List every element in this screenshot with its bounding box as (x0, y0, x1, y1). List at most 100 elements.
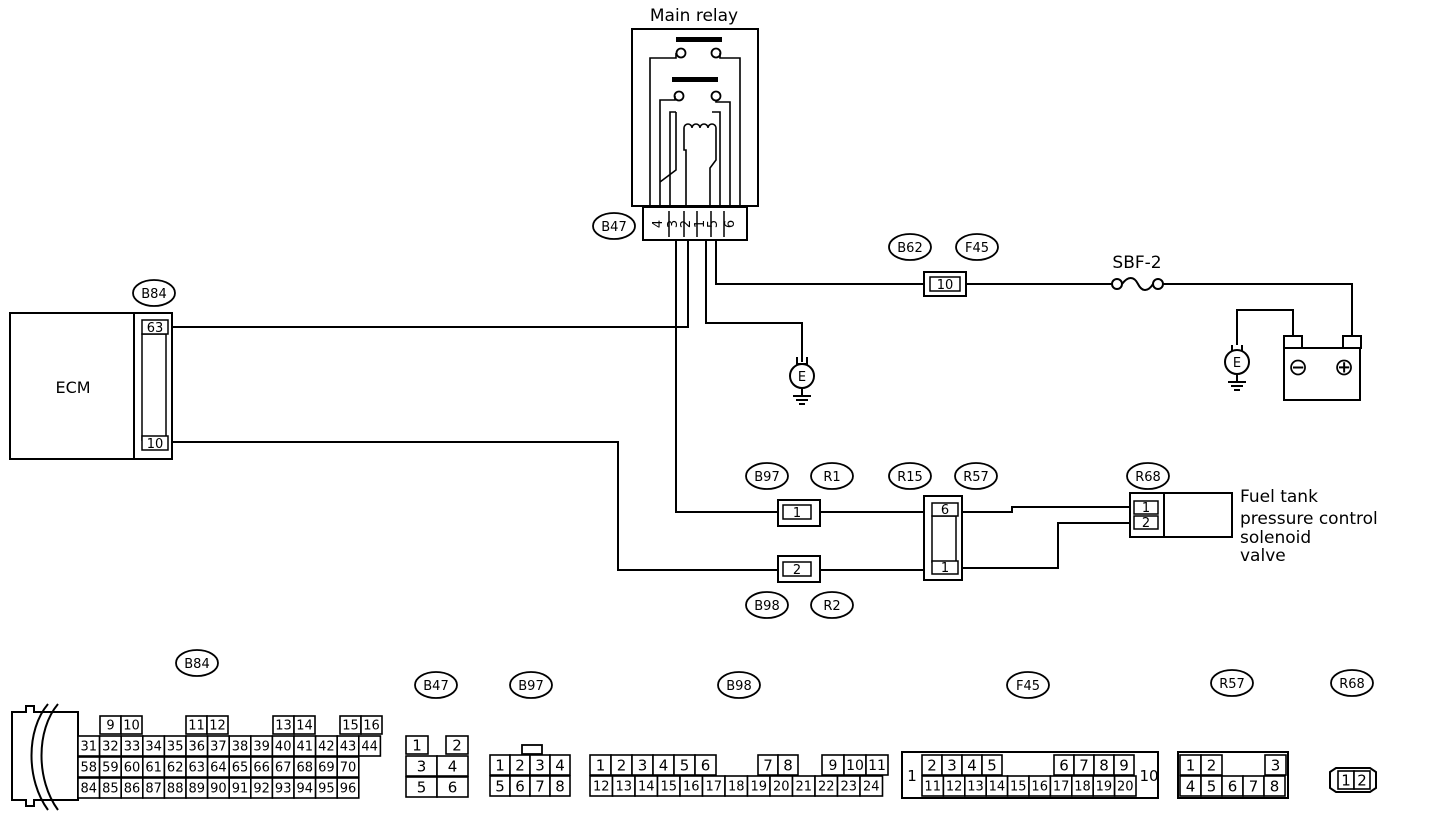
svg-text:B98: B98 (726, 679, 751, 694)
connector-pin-cell (436, 755, 469, 777)
connector-pin-label: 4 (448, 757, 458, 775)
connector-pin-label: 41 (297, 740, 314, 755)
connector-pin-label: 2 (927, 756, 937, 774)
connector-pin-label: 58 (81, 761, 98, 776)
connector-view-tag (509, 671, 553, 699)
connector-pin-label: 8 (1099, 756, 1109, 774)
svg-text:F45: F45 (965, 241, 989, 256)
wire-junction-solenoid-2 (960, 522, 1132, 569)
connector-pin-cell (405, 735, 429, 755)
connector-tag-b47 (592, 212, 636, 240)
connector-pin-label: 3 (638, 756, 648, 774)
ecm-pin-63 (141, 319, 169, 335)
wires (172, 240, 1353, 571)
connector-pin-label: 2 (452, 736, 462, 754)
connector-pin-label: 16 (363, 719, 380, 734)
solenoid-body (1163, 492, 1233, 538)
main-relay-label: Main relay (650, 6, 738, 26)
connector-pin-label: 10 (123, 719, 140, 734)
connector-pin-label: 4 (967, 756, 977, 774)
connector-pin-label: 20 (1117, 780, 1134, 795)
svg-text:B47: B47 (423, 679, 448, 694)
connector-tag-b62 (888, 233, 932, 261)
connector-pin-label: 85 (102, 782, 119, 797)
connector-pin-label: 4 (1186, 777, 1196, 795)
connector-pin-label: 11 (868, 758, 886, 774)
wire-relay-b97 (675, 240, 782, 513)
main-relay-socket (642, 206, 748, 241)
connector-pin-label: 67 (275, 761, 292, 776)
connector-pin-label: 2 (515, 756, 525, 774)
connector-tag-r1 (810, 462, 854, 490)
connector-pin-label: 11 (188, 719, 205, 734)
connector-pin-label: 9 (829, 758, 838, 774)
svg-text:R2: R2 (823, 599, 840, 614)
connector-pin-label: 8 (555, 777, 565, 795)
battery: ⊖ ⊕ (1283, 335, 1362, 401)
ground-battery: E (1224, 345, 1250, 391)
connector-pin-label: 63 (189, 761, 206, 776)
connector-pin-label: 11 (924, 780, 941, 795)
svg-text:B84: B84 (184, 657, 209, 672)
connector-pin-label: 12 (209, 719, 226, 734)
connector-pin-label: 21 (795, 780, 812, 795)
connector-pin-label: 16 (683, 780, 700, 795)
connector-pin-cell (1200, 754, 1223, 776)
connector-pin-cell (357, 735, 382, 757)
relay-contact-1b (710, 47, 722, 59)
connector-tag-f45 (955, 233, 999, 261)
connector-pin-label: 5 (1207, 777, 1217, 795)
svg-text:R57: R57 (1219, 677, 1245, 692)
connector-pin-label: 7 (763, 756, 773, 774)
svg-text:R68: R68 (1339, 677, 1365, 692)
svg-text:10: 10 (937, 278, 954, 293)
connector-pin-label: 14 (296, 719, 313, 734)
connector-pin-label: 44 (361, 740, 378, 755)
connector-pin-label: 7 (535, 777, 545, 795)
connector-pin-label: 96 (340, 782, 357, 797)
connector-pin-label: 18 (728, 780, 745, 795)
connector-pin-label: 8 (1270, 777, 1280, 795)
connector-pin-label: 12 (593, 780, 610, 795)
svg-text:F45: F45 (1016, 679, 1040, 694)
fuse-sbf2: SBF-2 (1111, 253, 1164, 291)
junction-r15-r57: R15 R57 6 1 (888, 462, 998, 581)
connector-pin-cell (293, 715, 316, 735)
connector-pin-label: 4 (659, 756, 669, 774)
svg-text:E: E (1233, 356, 1241, 371)
connector-pin-label: 8 (783, 756, 793, 774)
connector-b98-r2: 2 B98 R2 (745, 555, 854, 619)
connector-pin-label: 33 (124, 740, 141, 755)
connector-pin-label: 9 (1119, 756, 1129, 774)
fuse-label: SBF-2 (1112, 253, 1161, 273)
main-relay: Main relay 4 3 2 1 5 (592, 6, 759, 241)
connector-view-tag (1210, 669, 1254, 697)
connector-tag-b98 (745, 591, 789, 619)
relay-pin-label: 4 (651, 220, 666, 228)
connector-pin-label: 2 (617, 756, 627, 774)
connector-pin-label: 87 (145, 782, 162, 797)
connector-pin-label: 6 (448, 778, 458, 796)
connector-view-b84-body (11, 705, 79, 807)
connector-pin-label: 93 (275, 782, 292, 797)
solenoid-label-line: solenoid (1240, 528, 1311, 548)
relay-coil (683, 123, 717, 147)
connector-pin-label: 60 (124, 761, 141, 776)
wire-junction-solenoid-1 (960, 506, 1132, 513)
connector-pin-label: 7 (1249, 777, 1259, 795)
connector-pin-label: 88 (167, 782, 184, 797)
svg-text:10: 10 (147, 437, 164, 452)
svg-text:2: 2 (1142, 516, 1150, 531)
connector-tag-b97 (745, 462, 789, 490)
connector-pin-label: 6 (701, 756, 711, 774)
connector-pin-label: 92 (253, 782, 270, 797)
ground-relay: E (789, 357, 815, 405)
connector-pin-label: 18 (1074, 780, 1091, 795)
wire-ecm10-b98 (172, 441, 782, 571)
